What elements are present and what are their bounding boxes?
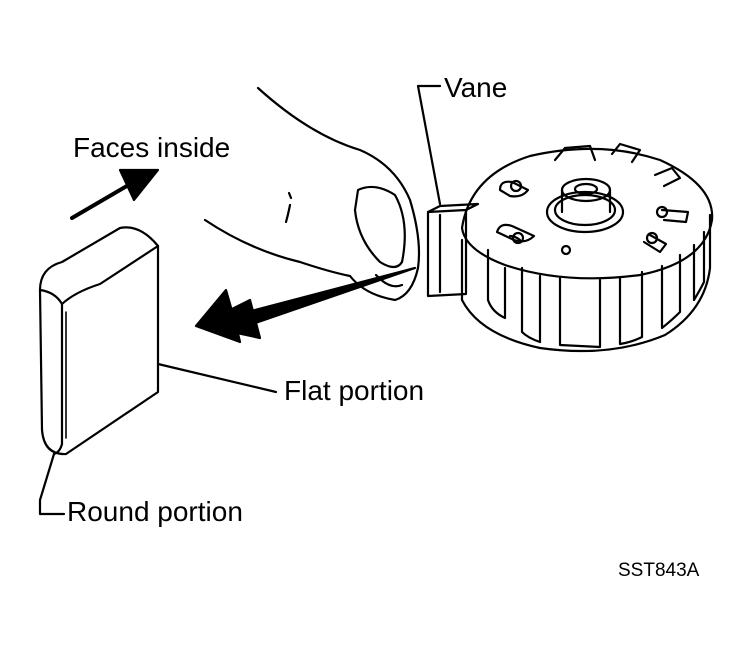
faces-inside-label: Faces inside [73,132,231,163]
flat-portion-leader-line [156,362,278,394]
vane [426,202,480,298]
round-portion-label: Round portion [67,496,243,527]
vane-label: Vane [444,72,508,103]
flat-portion-label: Flat portion [284,375,425,406]
finger [203,86,421,302]
figure-code: SST843A [618,560,700,581]
round-portion-leader-line [38,452,66,516]
removal-arrow [194,266,417,344]
faces-inside-arrow [70,168,160,220]
vane-leader-line [416,84,442,206]
rotor [460,142,714,353]
vane-block-enlarged [38,226,160,456]
